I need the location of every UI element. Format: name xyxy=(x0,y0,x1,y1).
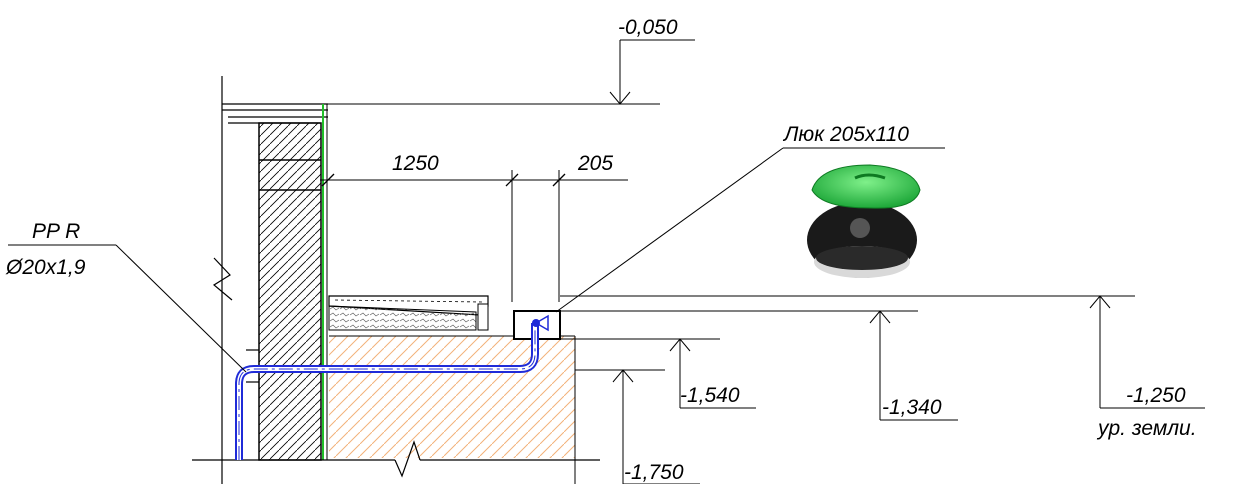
level-1340-label: -1,340 xyxy=(882,396,942,419)
pipe-callout: PP R Ø20x1,9 xyxy=(5,220,247,373)
level-top-label: -0,050 xyxy=(618,16,678,39)
dimension-205: 205 xyxy=(577,152,613,175)
pipe xyxy=(235,314,549,460)
level-ground-note: ур. земли. xyxy=(1096,417,1197,440)
level-marker-1340: -1,340 xyxy=(560,310,958,421)
dimension-line: 1250 205 xyxy=(320,152,628,302)
blind-area xyxy=(328,295,489,331)
hatch-label: Люк 205х110 xyxy=(782,123,909,146)
manhole-product-image xyxy=(807,164,921,278)
dimension-1250: 1250 xyxy=(392,152,439,175)
level-marker-top: -0,050 xyxy=(328,16,695,105)
level-ground-label: -1,250 xyxy=(1126,384,1186,407)
pipe-label-material: PP R xyxy=(32,220,80,243)
level-marker-1540: -1,540 xyxy=(560,338,756,409)
level-marker-ground: -1,250 ур. земли. xyxy=(560,295,1205,440)
level-1540-label: -1,540 xyxy=(680,384,740,407)
foundation-bottom xyxy=(192,440,600,478)
pipe-label-size: Ø20x1,9 xyxy=(5,256,86,279)
hatch-callout: Люк 205х110 xyxy=(555,123,945,313)
wall xyxy=(212,76,328,484)
level-bottom-label: -1,750 xyxy=(624,461,684,484)
